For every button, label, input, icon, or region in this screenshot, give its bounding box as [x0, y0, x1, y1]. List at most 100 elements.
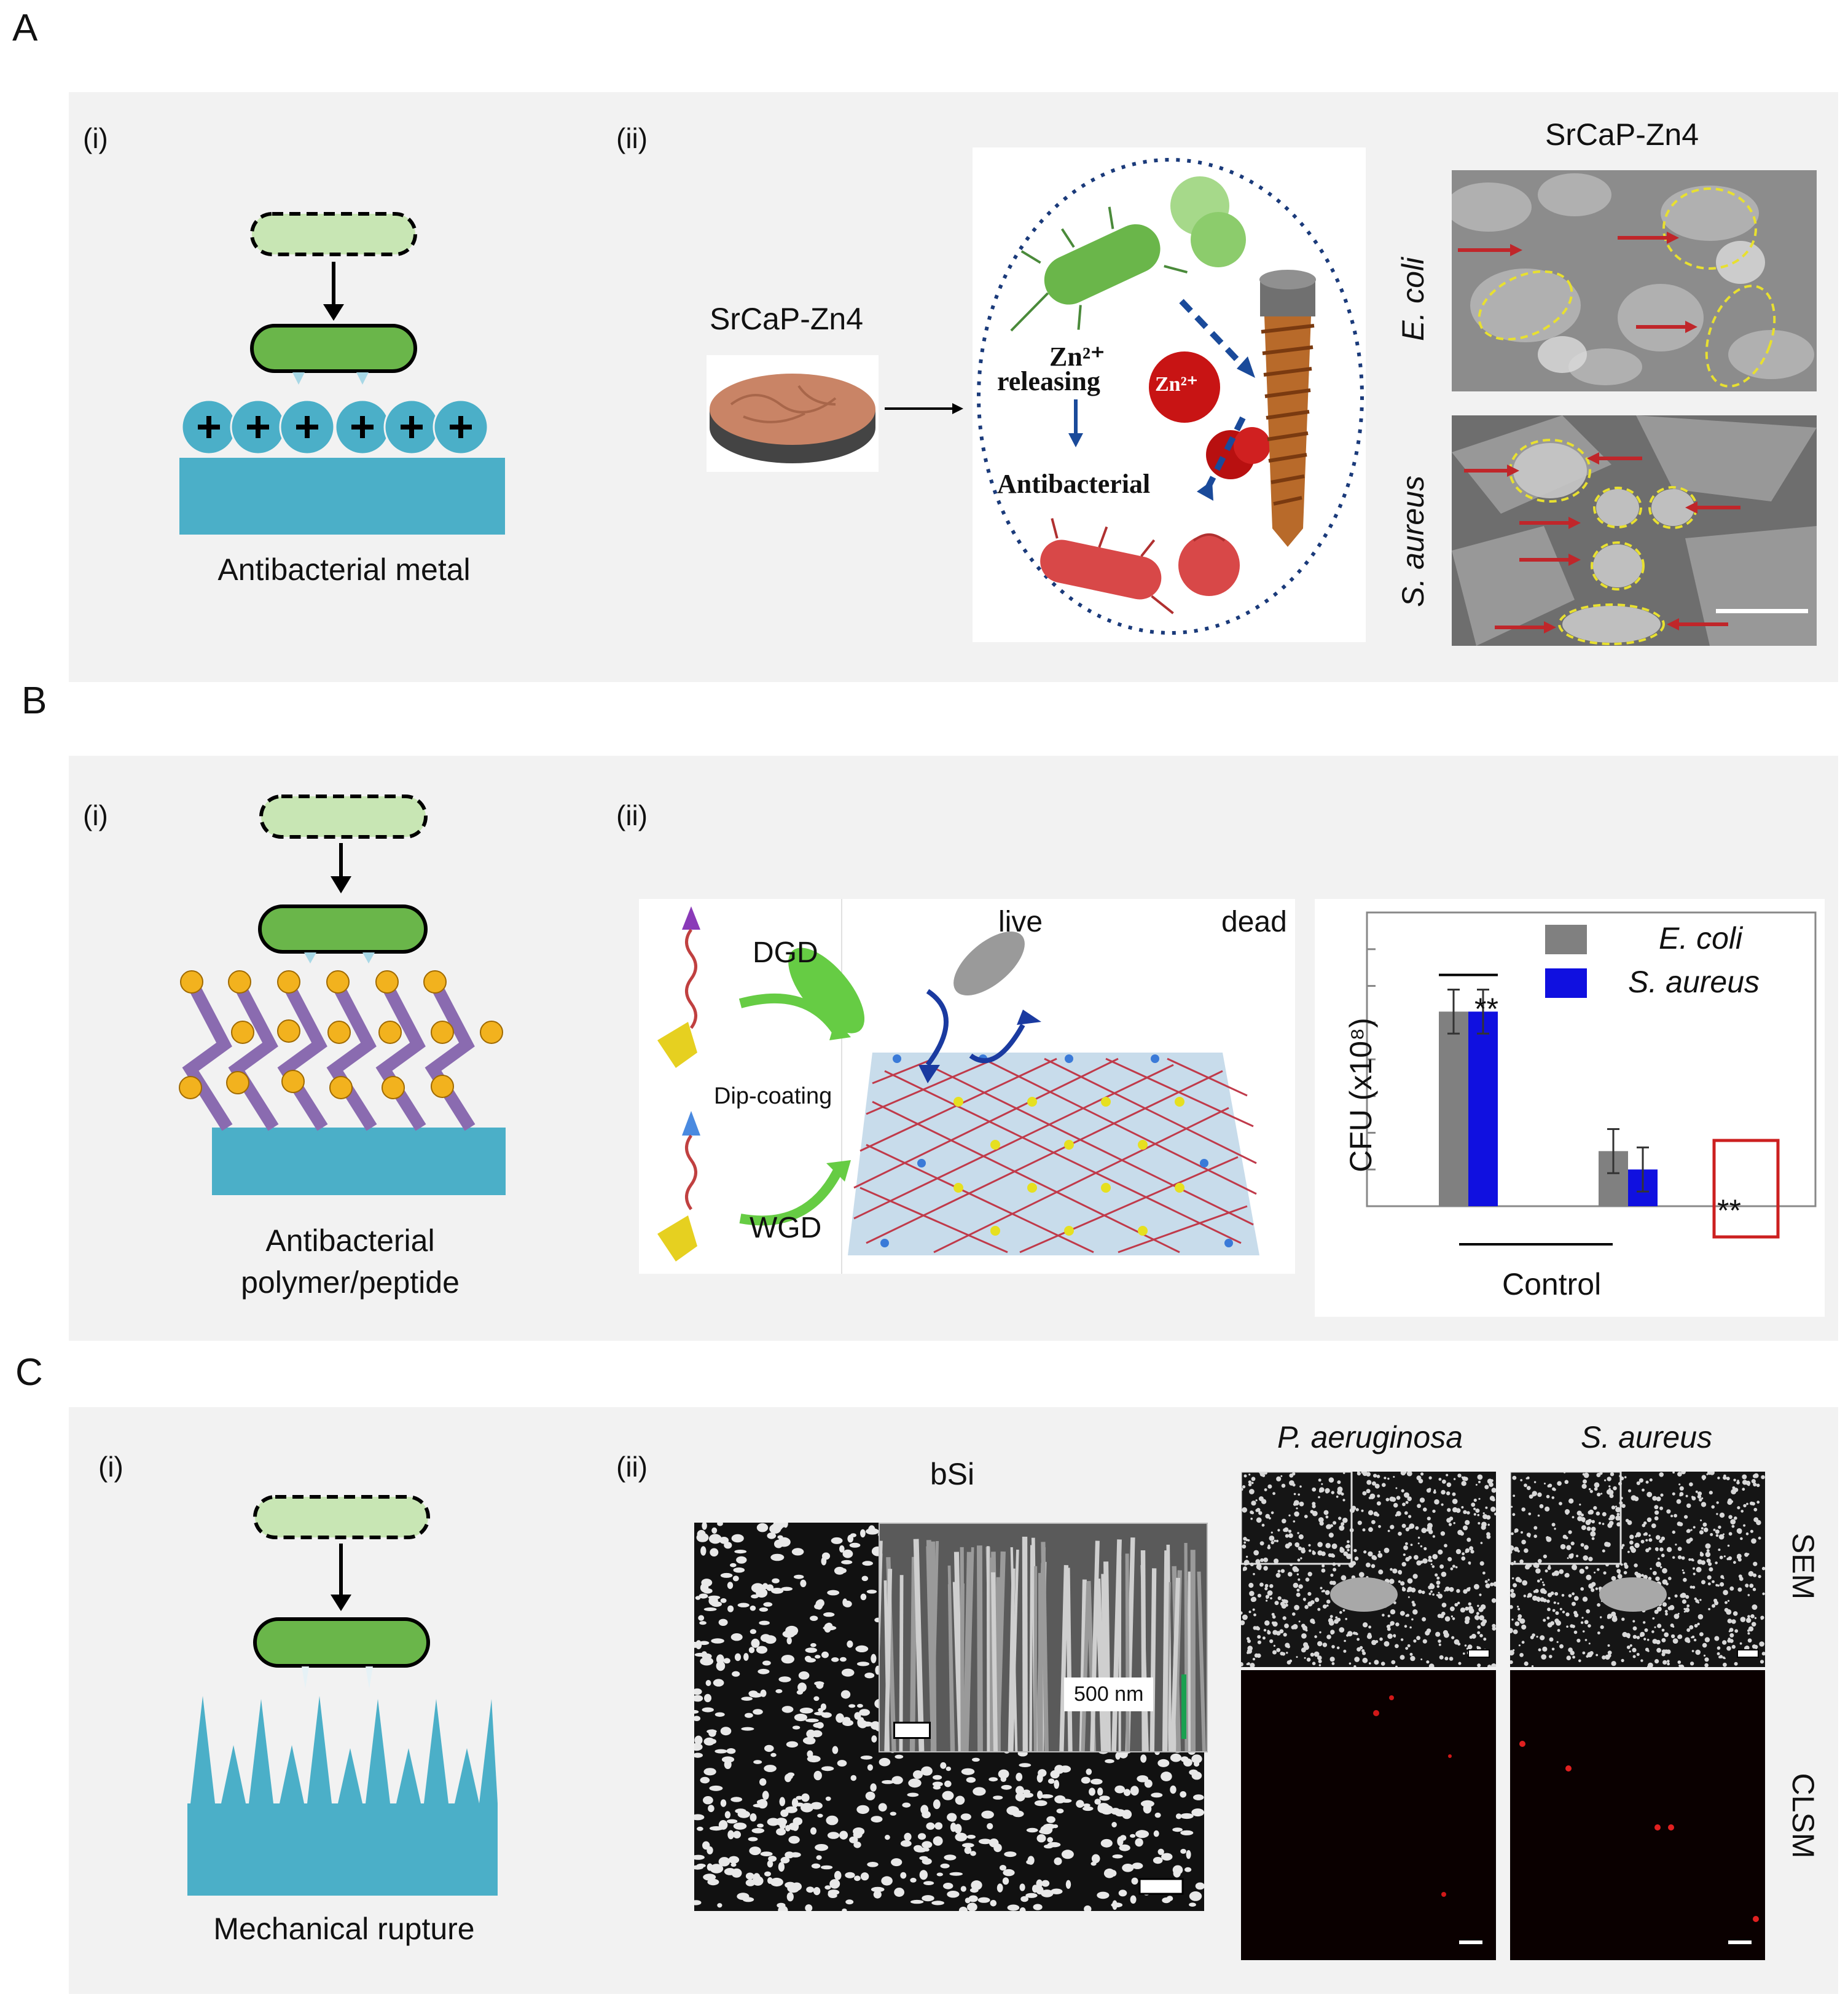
bsi-dot: [793, 1817, 803, 1826]
chart-background: [1315, 899, 1825, 1317]
sem-speckle: [1370, 1511, 1372, 1513]
bsi-dot: [989, 1838, 999, 1848]
bsi-dot: [811, 1863, 821, 1869]
sem-speckle: [1490, 1582, 1494, 1587]
sem-speckle: [1478, 1607, 1484, 1612]
bsi-dot: [1015, 1786, 1024, 1795]
caption-polymer-line1: Antibacterial: [265, 1223, 435, 1258]
sem-speckle: [1713, 1528, 1716, 1531]
sem-speckle: [1572, 1655, 1575, 1659]
sem-speckle: [1444, 1544, 1447, 1548]
sem-speckle: [1543, 1583, 1545, 1587]
sem-speckle: [1288, 1529, 1292, 1533]
sem-speckle: [1434, 1499, 1439, 1505]
sem-speckle: [1648, 1547, 1651, 1550]
sem-speckle: [1664, 1610, 1668, 1613]
bsi-title: bSi: [930, 1457, 975, 1491]
sem-speckle: [1387, 1614, 1390, 1618]
sem-speckle: [1477, 1631, 1481, 1634]
sem-speckle: [1479, 1561, 1484, 1566]
sem-speckle: [1256, 1564, 1262, 1570]
sem-speckle: [1559, 1644, 1564, 1649]
sem-speckle: [1606, 1489, 1612, 1495]
sem-speckle: [1371, 1481, 1376, 1486]
sem-speckle: [1611, 1616, 1618, 1622]
sem-speckle: [1491, 1488, 1496, 1493]
bsi-dot: [1034, 1800, 1047, 1807]
sem-speckle: [1714, 1636, 1720, 1641]
sem-speckle: [1269, 1517, 1271, 1520]
sem-speckle: [1561, 1594, 1565, 1597]
sem-speckle: [1657, 1623, 1662, 1628]
sem-speckle: [1644, 1532, 1648, 1536]
sem-speckle: [1482, 1512, 1485, 1515]
sem-speckle: [1265, 1595, 1270, 1599]
sem-speckle: [1726, 1646, 1731, 1651]
sem-speckle: [1423, 1507, 1427, 1512]
bsi-dot: [711, 1638, 724, 1644]
sem-speckle: [1530, 1635, 1534, 1639]
bsi-dot: [908, 1778, 922, 1788]
bsi-dot: [944, 1854, 957, 1861]
sem-speckle: [1389, 1496, 1395, 1502]
inset-scale-bar: [893, 1722, 931, 1739]
panel-letter-c: C: [15, 1351, 43, 1394]
bsi-dot: [705, 1680, 711, 1686]
antibacterial-metal-schematic: [179, 212, 505, 535]
sem-speckle: [1674, 1513, 1677, 1518]
sem-speckle: [1354, 1657, 1360, 1662]
sem-speckle: [1707, 1575, 1712, 1580]
bsi-dot: [862, 1561, 873, 1566]
sem-speckle: [1667, 1606, 1672, 1611]
sem-speckle: [1444, 1616, 1451, 1622]
sem-speckle: [1697, 1601, 1700, 1604]
sem-speckle: [1651, 1630, 1654, 1633]
bsi-dot: [1131, 1877, 1138, 1885]
sem-speckle: [1517, 1606, 1519, 1608]
sem-speckle: [1523, 1595, 1526, 1598]
sem-speckle: [1723, 1662, 1727, 1667]
sem-speckle: [1250, 1663, 1255, 1667]
sem-speckle: [1293, 1569, 1296, 1572]
sem-speckle: [1588, 1488, 1591, 1491]
bsi-dot: [859, 1709, 870, 1716]
sem-speckle: [1296, 1573, 1299, 1575]
sem-speckle: [1402, 1587, 1404, 1589]
bsi-dot: [750, 1605, 756, 1611]
sem-speckle: [1412, 1574, 1418, 1579]
bsi-dot: [1025, 1893, 1038, 1898]
bsi-dot: [764, 1765, 777, 1772]
bsi-pillar: [952, 1582, 961, 1751]
bsi-dot: [796, 1690, 804, 1695]
sem-speckle: [1578, 1659, 1581, 1663]
sem-speckle: [1547, 1485, 1551, 1488]
wgd-label: WGD: [750, 1212, 822, 1244]
sem-speckle: [1705, 1552, 1711, 1558]
sem-speckle: [1288, 1533, 1293, 1538]
bsi-pillar: [1149, 1568, 1157, 1751]
sem-speckle: [1244, 1509, 1247, 1511]
bsi-dot: [858, 1720, 867, 1728]
sem-speckle: [1573, 1596, 1579, 1601]
bsi-dot: [756, 1646, 768, 1654]
sem-speckle: [1256, 1626, 1260, 1631]
sem-speckle: [1400, 1655, 1405, 1660]
sem-speckle: [1753, 1507, 1758, 1512]
mechanical-rupture-schematic: [187, 1495, 498, 1896]
bsi-dot: [745, 1879, 756, 1886]
sem-speckle: [1701, 1497, 1704, 1500]
sem-speckle: [1733, 1478, 1736, 1481]
sem-speckle: [1410, 1655, 1415, 1662]
bsi-dot: [753, 1873, 761, 1882]
sem-speckle: [1441, 1603, 1447, 1607]
sem-speckle: [1398, 1571, 1402, 1575]
bsi-dot: [757, 1823, 764, 1828]
sem-speckle: [1476, 1612, 1479, 1615]
sem-speckle: [1701, 1580, 1705, 1585]
sem-speckle: [1611, 1611, 1616, 1617]
bsi-dot: [745, 1713, 753, 1718]
sem-speckle: [1318, 1518, 1321, 1521]
bsi-dot: [860, 1872, 869, 1881]
bsi-dot: [944, 1780, 952, 1787]
bsi-dot: [1180, 1813, 1194, 1819]
